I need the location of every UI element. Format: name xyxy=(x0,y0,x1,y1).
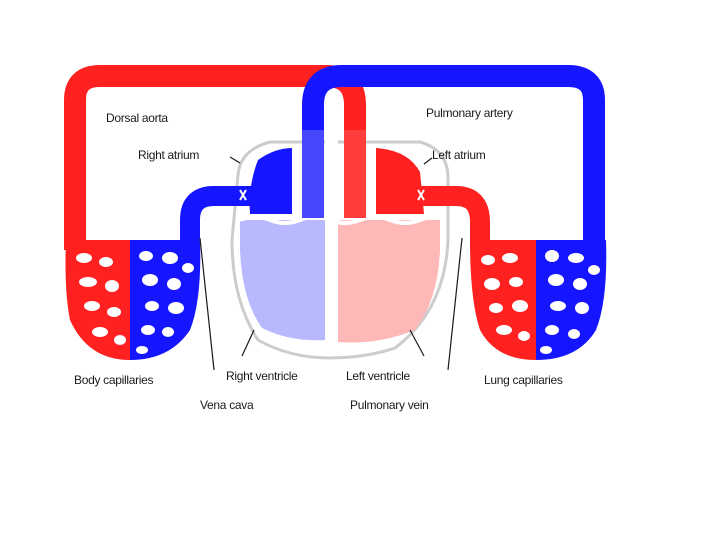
right-atrium-chamber xyxy=(249,148,292,214)
right-ventricle-chamber xyxy=(240,220,325,341)
lung-capillaries-bed xyxy=(470,240,607,360)
left-atrium-chamber xyxy=(376,148,424,214)
label-left-atrium: Left atrium xyxy=(432,148,486,162)
label-left-ventricle: Left ventricle xyxy=(346,369,410,383)
vena-cava-valve xyxy=(239,189,247,201)
leader-vena-cava xyxy=(199,237,215,371)
label-right-atrium: Right atrium xyxy=(138,148,200,162)
vena-cava-vessel xyxy=(180,186,252,250)
dorsal-aorta-vessel xyxy=(64,65,366,250)
septum xyxy=(325,140,338,340)
leader-pulmonary-vein xyxy=(447,237,463,371)
vessel-overlap-red xyxy=(344,130,366,218)
pulmonary-vein-valve xyxy=(417,189,425,201)
leader-right-ventricle xyxy=(241,329,255,357)
leader-left-atrium xyxy=(423,157,433,165)
left-ventricle-chamber xyxy=(338,220,440,343)
leader-lines xyxy=(199,156,463,371)
valve-line xyxy=(239,215,447,225)
vessel-overlap xyxy=(302,130,324,218)
label-right-ventricle: Right ventricle xyxy=(226,369,298,383)
body-capillaries-bed xyxy=(65,240,201,360)
label-body-capillaries: Body capillaries xyxy=(74,373,154,387)
label-lung-capillaries: Lung capillaries xyxy=(484,373,563,387)
pulmonary-vein-vessel xyxy=(418,186,490,250)
leader-right-atrium xyxy=(229,156,241,164)
label-pulmonary-artery: Pulmonary artery xyxy=(426,106,513,120)
leader-left-ventricle xyxy=(409,329,425,357)
pulmonary-artery-vessel xyxy=(302,65,605,250)
label-vena-cava: Vena cava xyxy=(200,398,254,412)
label-pulmonary-vein: Pulmonary vein xyxy=(350,398,429,412)
label-dorsal-aorta: Dorsal aorta xyxy=(106,111,168,125)
